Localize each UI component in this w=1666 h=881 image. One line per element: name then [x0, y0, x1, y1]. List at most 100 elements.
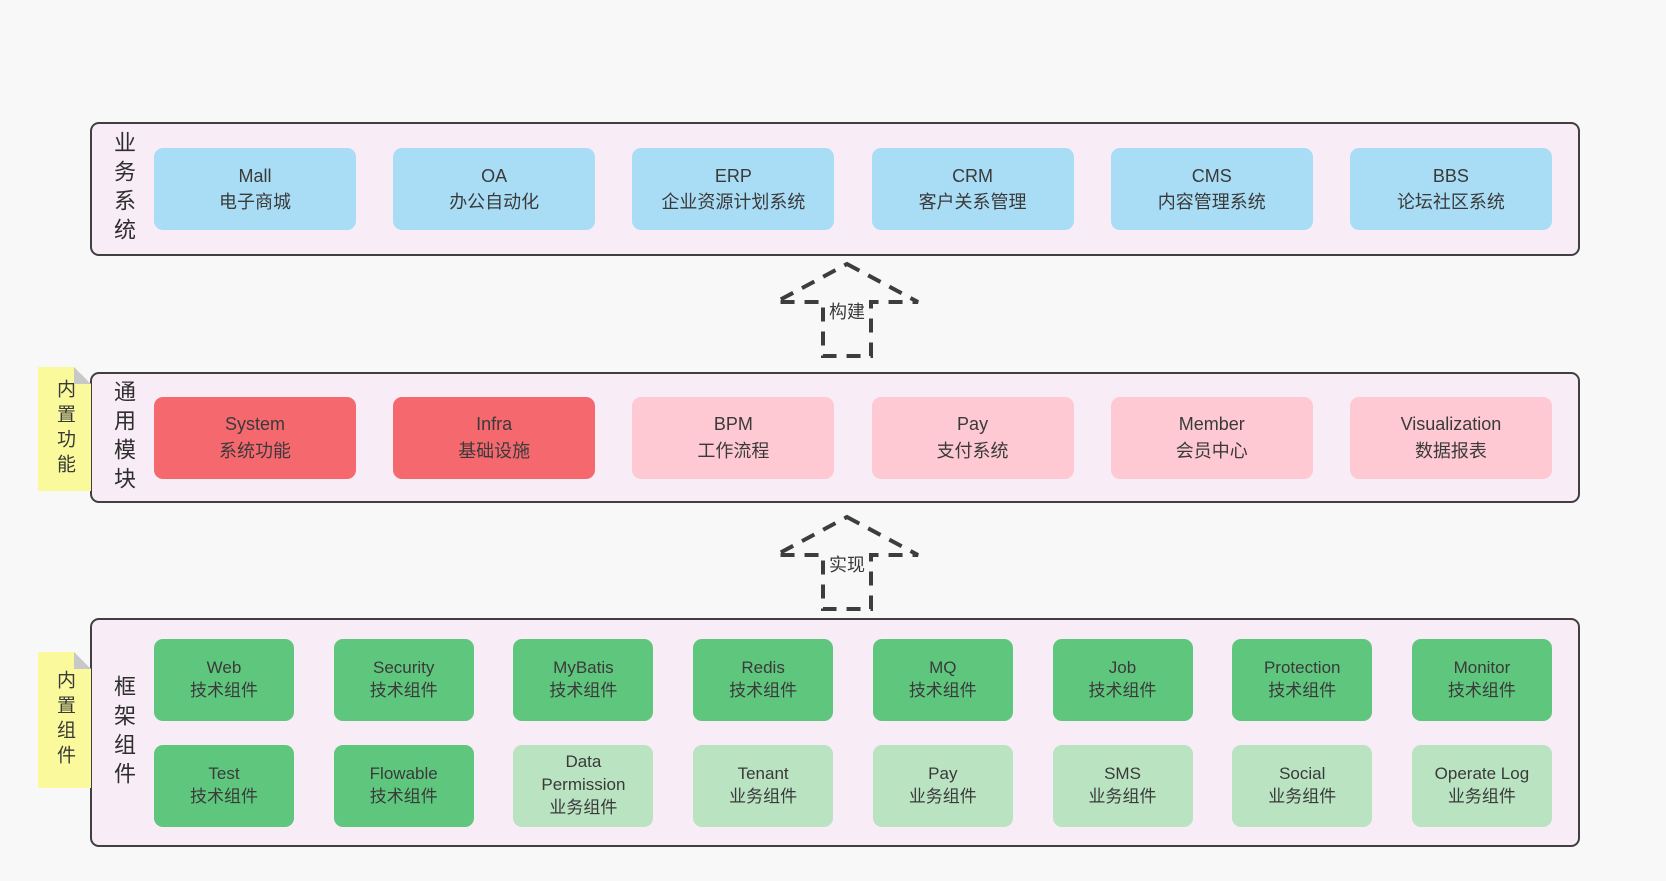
box-name: Web	[206, 657, 242, 677]
box-pay: Pay 支付系统	[871, 396, 1074, 479]
box-redis: Redis 技术组件	[693, 638, 834, 721]
band-framework-components: 框架组件 Web 技术组件 Security 技术组件 MyBatis 技术组件…	[90, 618, 1580, 847]
sticky-note-built-in-features: 内置功能	[38, 367, 91, 491]
folded-corner-icon	[74, 367, 91, 384]
box-name: Flowable	[369, 763, 438, 783]
box-desc: 技术组件	[729, 680, 798, 700]
box-mq: MQ 技术组件	[872, 638, 1013, 721]
box-desc: 业务组件	[1447, 786, 1516, 806]
box-name: Security	[372, 657, 435, 677]
up-arrow-shape	[775, 514, 919, 611]
box-job: Job 技术组件	[1052, 638, 1193, 721]
business-box-row: Mall 电子商城 OA 办公自动化 ERP 企业资源计划系统 CRM 客户关系…	[154, 124, 1552, 254]
box-name: Member	[1178, 414, 1245, 435]
box-desc: 技术组件	[549, 680, 618, 700]
box-desc: 技术组件	[1447, 680, 1516, 700]
box-monitor: Monitor 技术组件	[1411, 638, 1552, 721]
folded-corner-icon	[74, 652, 91, 669]
box-desc: 业务组件	[1088, 786, 1157, 806]
box-sms: SMS 业务组件	[1052, 744, 1193, 827]
box-visualization: Visualization 数据报表	[1349, 396, 1552, 479]
box-name: Visualization	[1400, 414, 1502, 435]
box-name: Redis	[741, 657, 785, 677]
box-name: SMS	[1104, 763, 1141, 783]
modules-box-row: System 系统功能 Infra 基础设施 BPM 工作流程 Pay 支付系统…	[154, 374, 1552, 501]
band-label-business: 业务系统	[102, 124, 144, 254]
box-name: Protection	[1263, 657, 1341, 677]
box-desc: 系统功能	[219, 440, 291, 461]
box-test: Test 技术组件	[154, 744, 294, 827]
box-protection: Protection 技术组件	[1232, 638, 1373, 721]
box-desc: 业务组件	[729, 786, 798, 806]
box-name: Test	[208, 763, 240, 783]
sticky-note-built-in-components: 内置组件	[38, 652, 91, 788]
band-label-modules: 通用模块	[102, 374, 144, 501]
box-name: Infra	[476, 414, 513, 435]
box-name: System	[224, 414, 285, 435]
components-row-2: Test 技术组件 Flowable 技术组件 Data Permission …	[154, 744, 1552, 827]
box-desc: 技术组件	[369, 786, 438, 806]
box-name: Social	[1279, 763, 1326, 783]
box-desc: 业务组件	[1268, 786, 1337, 806]
box-desc: 电子商城	[219, 192, 291, 212]
box-desc: 内容管理系统	[1157, 192, 1266, 212]
box-desc: 技术组件	[190, 786, 258, 806]
box-desc: 技术组件	[908, 680, 977, 700]
band-label-text: 通用模块	[111, 379, 136, 496]
box-name: Mall	[238, 165, 272, 186]
box-name: MQ	[929, 657, 957, 677]
box-erp: ERP 企业资源计划系统	[632, 148, 835, 230]
band-common-modules: 通用模块 System 系统功能 Infra 基础设施 BPM 工作流程 Pay…	[90, 372, 1580, 503]
box-desc: 业务组件	[549, 797, 618, 817]
box-desc: 支付系统	[936, 440, 1009, 461]
box-desc: 基础设施	[458, 440, 531, 461]
box-mybatis: MyBatis 技术组件	[513, 638, 654, 721]
arrow-label: 实现	[826, 551, 868, 577]
box-name: MyBatis	[553, 657, 614, 677]
box-desc: 数据报表	[1414, 440, 1487, 461]
box-desc: 企业资源计划系统	[661, 192, 806, 212]
box-social: Social 业务组件	[1232, 744, 1373, 827]
box-tenant: Tenant 业务组件	[693, 744, 834, 827]
box-name: Operate Log	[1434, 763, 1530, 783]
box-bbs: BBS 论坛社区系统	[1349, 148, 1552, 230]
box-data-permission: Data Permission 业务组件	[513, 744, 654, 827]
band-business-systems: 业务系统 Mall 电子商城 OA 办公自动化 ERP 企业资源计划系统 CRM…	[90, 122, 1580, 256]
box-name: Pay	[957, 414, 989, 435]
box-desc: 客户关系管理	[918, 192, 1027, 212]
box-name: BPM	[713, 414, 753, 435]
box-name: CMS	[1191, 165, 1232, 186]
box-name: OA	[481, 165, 508, 186]
box-desc: 工作流程	[697, 440, 770, 461]
box-bpm: BPM 工作流程	[632, 396, 835, 479]
components-box-grid: Web 技术组件 Security 技术组件 MyBatis 技术组件 Redi…	[154, 620, 1552, 845]
box-desc: 会员中心	[1175, 440, 1248, 461]
box-pay-biz: Pay 业务组件	[872, 744, 1013, 827]
box-desc: 论坛社区系统	[1396, 192, 1505, 212]
box-desc: 技术组件	[1088, 680, 1157, 700]
arrow-implement: 实现	[772, 513, 922, 613]
components-row-1: Web 技术组件 Security 技术组件 MyBatis 技术组件 Redi…	[154, 638, 1552, 721]
box-name: BBS	[1432, 165, 1469, 186]
box-web: Web 技术组件	[154, 638, 294, 721]
box-cms: CMS 内容管理系统	[1110, 148, 1313, 230]
arrow-label: 构建	[826, 298, 868, 324]
box-desc: 办公自动化	[449, 192, 540, 212]
box-infra: Infra 基础设施	[393, 396, 596, 479]
box-mall: Mall 电子商城	[154, 148, 356, 230]
box-desc: 技术组件	[1268, 680, 1337, 700]
box-name: Monitor	[1453, 657, 1511, 677]
band-label-text: 框架组件	[111, 674, 136, 791]
box-name: CRM	[952, 165, 994, 186]
box-desc: 技术组件	[369, 680, 438, 700]
box-desc: 业务组件	[908, 786, 977, 806]
arrow-build: 构建	[772, 260, 922, 360]
up-arrow-shape	[775, 261, 919, 358]
box-name: Data Permission	[541, 752, 626, 795]
box-member: Member 会员中心	[1110, 396, 1313, 479]
box-system: System 系统功能	[154, 396, 356, 479]
band-label-components: 框架组件	[102, 620, 144, 845]
box-oa: OA 办公自动化	[393, 148, 596, 230]
box-crm: CRM 客户关系管理	[871, 148, 1074, 230]
box-operate-log: Operate Log 业务组件	[1411, 744, 1552, 827]
